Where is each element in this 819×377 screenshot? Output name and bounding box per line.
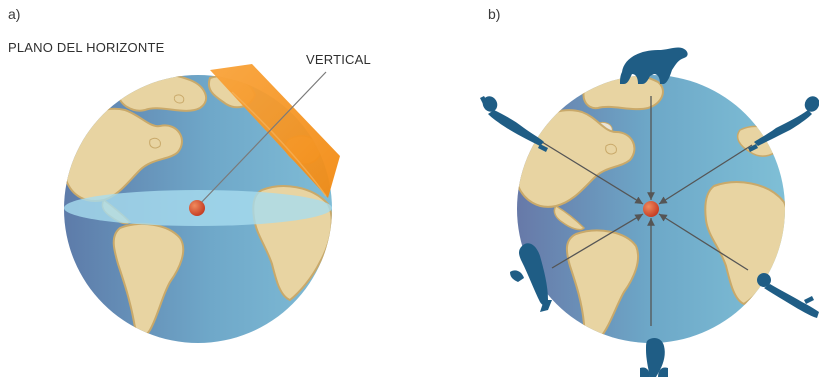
vertical-plane: [210, 64, 340, 198]
arrow-upper-left: [541, 141, 644, 205]
continents-b: [517, 75, 785, 343]
center-point-b: [643, 201, 659, 217]
center-point-a: [189, 200, 205, 216]
arrow-lower-left: [551, 213, 644, 269]
diver-icon-lower-right: [757, 273, 819, 318]
horizon-plane-label: PLANO DEL HORIZONTE: [8, 40, 165, 55]
vertical-label: VERTICAL: [306, 52, 371, 67]
diver-icon-upper-right: [748, 96, 819, 152]
polar-bear-icon: [620, 47, 688, 84]
diver-icon-upper-left: [480, 96, 548, 152]
whale-icon-left: [510, 243, 552, 312]
whale-icon-bottom: [640, 338, 668, 377]
arrow-upper-right: [658, 144, 753, 205]
gravity-arrows: [541, 96, 753, 326]
panel-a-label: a): [8, 6, 21, 22]
arrow-lower-right: [658, 213, 749, 271]
panel-b-label: b): [488, 6, 501, 22]
vertical-pointer-line: [197, 71, 327, 207]
